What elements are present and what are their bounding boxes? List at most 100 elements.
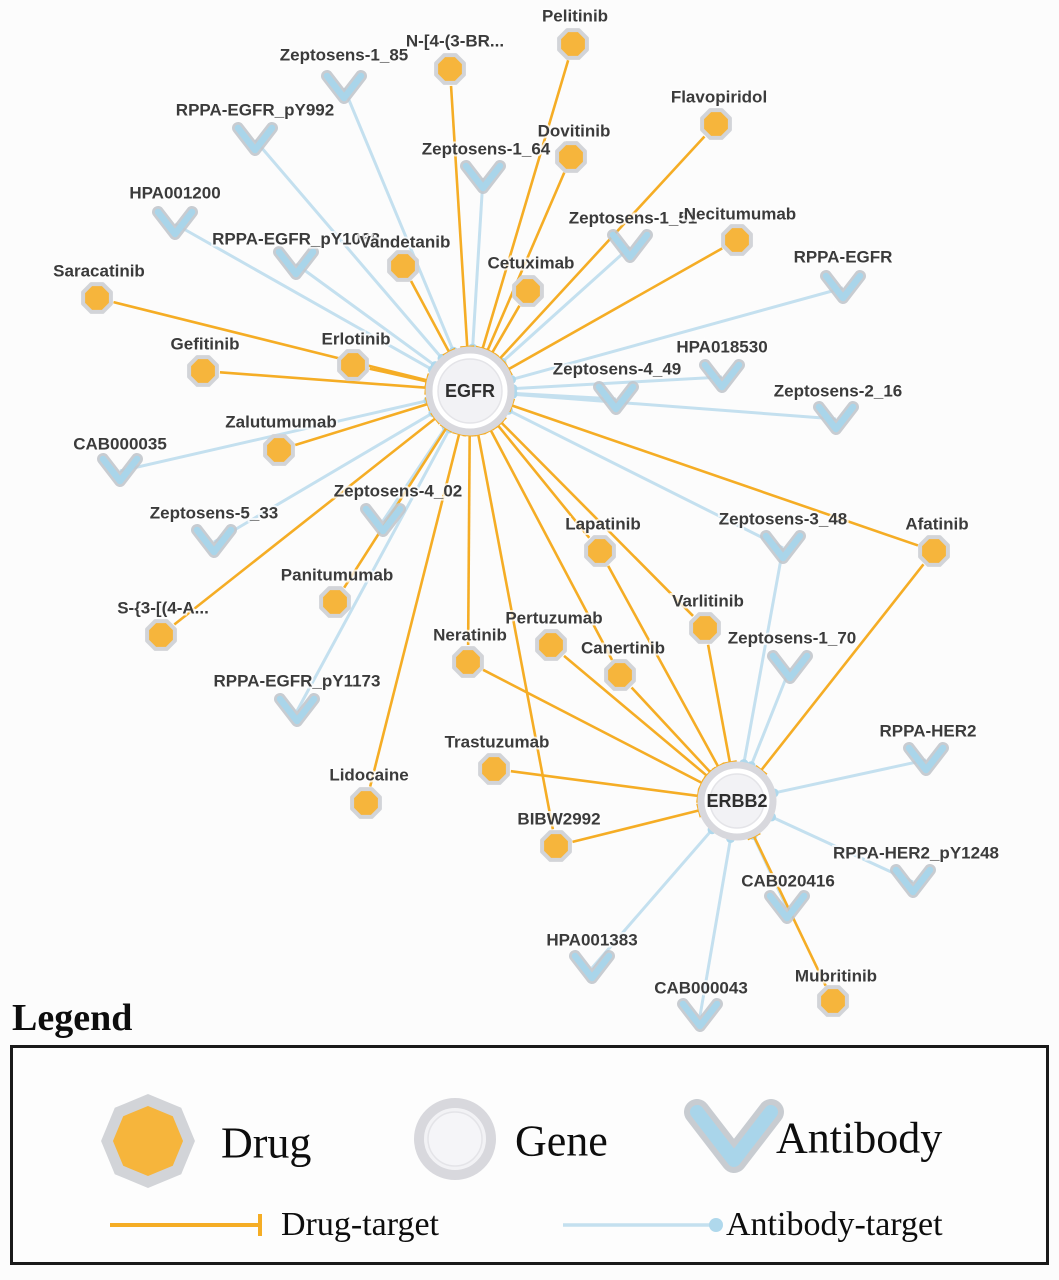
drug-node[interactable] [350, 787, 382, 819]
antibody-node[interactable] [593, 381, 639, 415]
drug-node[interactable] [689, 612, 721, 644]
antibody-chevron-icon [323, 72, 365, 102]
drug-label: Panitumumab [281, 566, 393, 585]
drug-target-edge [173, 417, 437, 626]
antibody-label: CAB020416 [741, 872, 835, 891]
drug-node[interactable] [337, 349, 369, 381]
drug-label: Varlitinib [672, 592, 744, 611]
drug-label: N-[4-(3-BR... [406, 32, 504, 51]
drug-label: Flavopiridol [671, 88, 767, 107]
antibody-node[interactable] [274, 693, 320, 727]
gene-node[interactable]: EGFR [425, 346, 515, 436]
drug-node[interactable] [187, 355, 219, 387]
antibody-chevron-icon [762, 532, 804, 562]
drug-node[interactable] [584, 535, 616, 567]
drug-target-edge [511, 404, 919, 547]
drug-node[interactable] [452, 646, 484, 678]
drug-node[interactable] [918, 535, 950, 567]
antibody-node[interactable] [569, 950, 615, 984]
antibody-node[interactable] [813, 401, 859, 435]
drug-target-edge [607, 565, 720, 768]
antibody-chevron-icon [892, 866, 934, 896]
drug-node[interactable] [478, 753, 510, 785]
drug-target-edge [490, 305, 521, 354]
antibody-label: RPPA-EGFR_pY1173 [214, 672, 381, 691]
antibody-chevron-icon [769, 652, 811, 682]
drug-target-edge [510, 769, 699, 798]
antibody-node[interactable] [760, 530, 806, 564]
drug-node[interactable] [535, 629, 567, 661]
antibody-label: Zeptosens-2_16 [774, 382, 903, 401]
drug-label: BIBW2992 [517, 810, 600, 829]
antibody-chevron-icon [362, 505, 404, 535]
gene-icon [414, 1098, 496, 1180]
antibody-node[interactable] [820, 270, 866, 304]
antibody-node[interactable] [232, 122, 278, 156]
antibody-node[interactable] [360, 503, 406, 537]
antibody-label: CAB000035 [73, 435, 167, 454]
drug-node[interactable] [604, 659, 636, 691]
node-layer: EGFR ERBB2 [81, 28, 950, 1032]
drug-target-edge [369, 367, 428, 383]
antibody-chevron-icon [276, 695, 318, 725]
drug-node[interactable] [512, 275, 544, 307]
antibody-node[interactable] [273, 246, 319, 280]
antibody-node[interactable] [764, 890, 810, 924]
antibody-label: RPPA-HER2_pY1248 [833, 844, 999, 863]
drug-node[interactable] [540, 830, 572, 862]
drug-node[interactable] [387, 250, 419, 282]
drug-node[interactable] [263, 434, 295, 466]
antibody-label: Zeptosens-4_02 [334, 482, 463, 501]
antibody-label: Zeptosens-1_85 [280, 46, 409, 65]
drug-node[interactable] [145, 619, 177, 651]
drug-label: Erlotinib [322, 330, 391, 349]
drug-node[interactable] [557, 28, 589, 60]
antibody-node[interactable] [767, 650, 813, 684]
drug-node[interactable] [555, 141, 587, 173]
antibody-target-edge [698, 838, 733, 1017]
drug-node[interactable] [721, 224, 753, 256]
drug-label: S-{3-[(4-A... [117, 599, 209, 618]
antibody-target-edge [213, 411, 434, 544]
drug-label: Trastuzumab [445, 733, 550, 752]
drug-node[interactable] [434, 53, 466, 85]
drug-label: Dovitinib [538, 122, 611, 141]
antibody-node[interactable] [890, 864, 936, 898]
antibody-node[interactable] [460, 160, 506, 194]
drug-label: Vandetanib [360, 233, 451, 252]
antibody-target-edge [253, 139, 444, 360]
antibody-node[interactable] [152, 206, 198, 240]
gene-node[interactable]: ERBB2 [697, 761, 777, 841]
antibody-node[interactable] [903, 742, 949, 776]
drug-node[interactable] [817, 985, 849, 1017]
drug-target-edge [482, 668, 703, 785]
drug-target-edge [500, 421, 694, 617]
antibody-target-edge [295, 262, 437, 367]
antibody-target-edge [512, 392, 837, 421]
drug-target-edge [563, 654, 708, 777]
drug-node[interactable] [319, 586, 351, 618]
antibody-label: HPA001200 [129, 184, 220, 203]
antibody-node[interactable] [191, 524, 237, 558]
antibody-chevron-icon [462, 162, 504, 192]
antibody-target-edge [770, 815, 914, 884]
antibody-chevron-icon [193, 526, 235, 556]
drug-node[interactable] [81, 282, 113, 314]
antibody-chevron-icon [679, 1000, 721, 1030]
antibody-target-edge [512, 375, 723, 391]
antibody-chevron-icon [815, 403, 857, 433]
antibody-node[interactable] [699, 359, 745, 393]
antibody-node[interactable] [321, 70, 367, 104]
drug-label: Pelitinib [542, 7, 608, 26]
antibody-target-edge [749, 667, 792, 767]
antibody-chevron-icon [609, 231, 651, 261]
antibody-label: HPA018530 [676, 338, 767, 357]
drug-target-edge [498, 135, 706, 360]
antibody-node[interactable] [97, 453, 143, 487]
antibody-node[interactable] [607, 229, 653, 263]
antibody-chevron-icon [766, 892, 808, 922]
antibody-icon [684, 1099, 784, 1173]
drug-node[interactable] [700, 108, 732, 140]
antibody-node[interactable] [677, 998, 723, 1032]
